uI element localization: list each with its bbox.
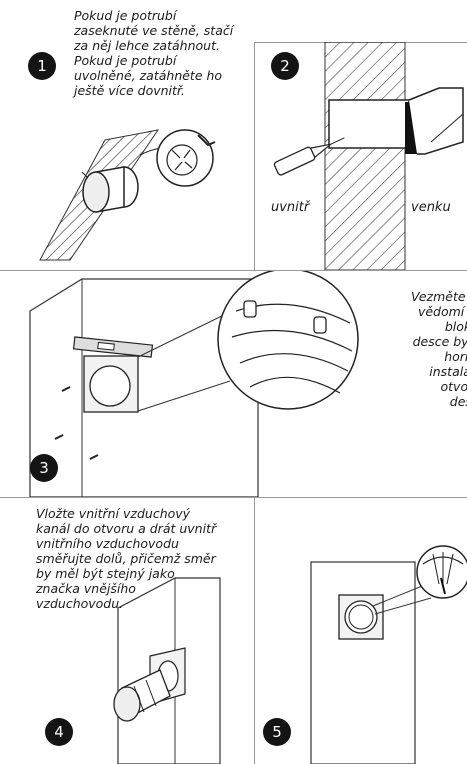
step-4-caption-line: značka vnějšího bbox=[36, 581, 136, 596]
step-3-caption-line: krytu bbox=[432, 409, 467, 424]
step-1-caption: Pokud je potrubí zaseknuté ve stěně, sta… bbox=[74, 8, 233, 98]
step-3-caption-line: desce by měl být n bbox=[412, 334, 467, 349]
step-3-caption-line: otvoru montáž bbox=[440, 379, 467, 394]
divider-horizontal-2 bbox=[0, 497, 467, 498]
step-3-caption-line: vědomí že plastov bbox=[417, 304, 467, 319]
label-outside: venku bbox=[411, 200, 451, 215]
step-3-caption-line: instalaci kulatéh bbox=[429, 364, 467, 379]
step-2-panel: 2 uvnitř venku bbox=[255, 42, 467, 270]
step-4-caption-line: kanál do otvoru a drát uvnitř bbox=[36, 521, 217, 536]
step-1-panel: Pokud je potrubí zaseknuté ve stěně, sta… bbox=[0, 0, 254, 270]
step-4-illustration bbox=[113, 577, 221, 764]
step-3-caption-line: blok na kovov bbox=[444, 319, 467, 334]
step-4-panel: Vložte vnitřní vzduchový kanál do otvoru… bbox=[0, 498, 254, 764]
step-2-badge: 2 bbox=[271, 52, 299, 80]
step-1-caption-line: za něj lehce zatáhnout. bbox=[74, 38, 220, 53]
step-3-badge: 3 bbox=[30, 454, 58, 482]
step-3-caption-line: horní straně p bbox=[444, 349, 467, 364]
step-1-caption-line: zaseknuté ve stěně, stačí bbox=[74, 23, 234, 38]
label-inside: uvnitř bbox=[271, 200, 310, 215]
step-3-caption-line: desky zadníh bbox=[449, 394, 467, 409]
step-1-badge: 1 bbox=[28, 52, 56, 80]
step-4-caption: Vložte vnitřní vzduchový kanál do otvoru… bbox=[36, 506, 216, 611]
step-4-caption-line: Vložte vnitřní vzduchový bbox=[36, 506, 191, 521]
step-3-caption-line: Vezměte prosím na bbox=[411, 289, 467, 304]
step-1-illustration bbox=[39, 129, 216, 261]
divider-vertical-bottom bbox=[254, 497, 255, 764]
step-2-illustration bbox=[273, 42, 464, 270]
divider-vertical-top bbox=[254, 42, 255, 270]
step-5-panel: 5 bbox=[255, 498, 467, 764]
step-3-panel: Vezměte prosím na vědomí že plastov blok… bbox=[0, 271, 467, 497]
step-1-caption-line: ještě více dovnitř. bbox=[74, 83, 185, 98]
step-4-caption-line: směřujte dolů, přičemž směr bbox=[36, 551, 216, 566]
step-3-illustration bbox=[29, 271, 359, 497]
step-4-caption-line: vzduchovodu. bbox=[36, 596, 124, 611]
step-4-caption-line: by měl být stejný jako bbox=[36, 566, 175, 581]
step-1-caption-line: Pokud je potrubí bbox=[74, 53, 177, 68]
divider-horizontal-1 bbox=[0, 270, 467, 271]
step-1-caption-line: Pokud je potrubí bbox=[74, 8, 177, 23]
step-1-caption-line: uvolněné, zatáhněte ho bbox=[74, 68, 223, 83]
step-4-caption-line: vnitřního vzduchovodu bbox=[36, 536, 179, 551]
step-5-badge: 5 bbox=[263, 718, 291, 746]
step-4-badge: 4 bbox=[45, 718, 73, 746]
step-5-illustration bbox=[310, 545, 467, 764]
step-3-caption: Vezměte prosím na vědomí že plastov blok… bbox=[332, 289, 467, 424]
